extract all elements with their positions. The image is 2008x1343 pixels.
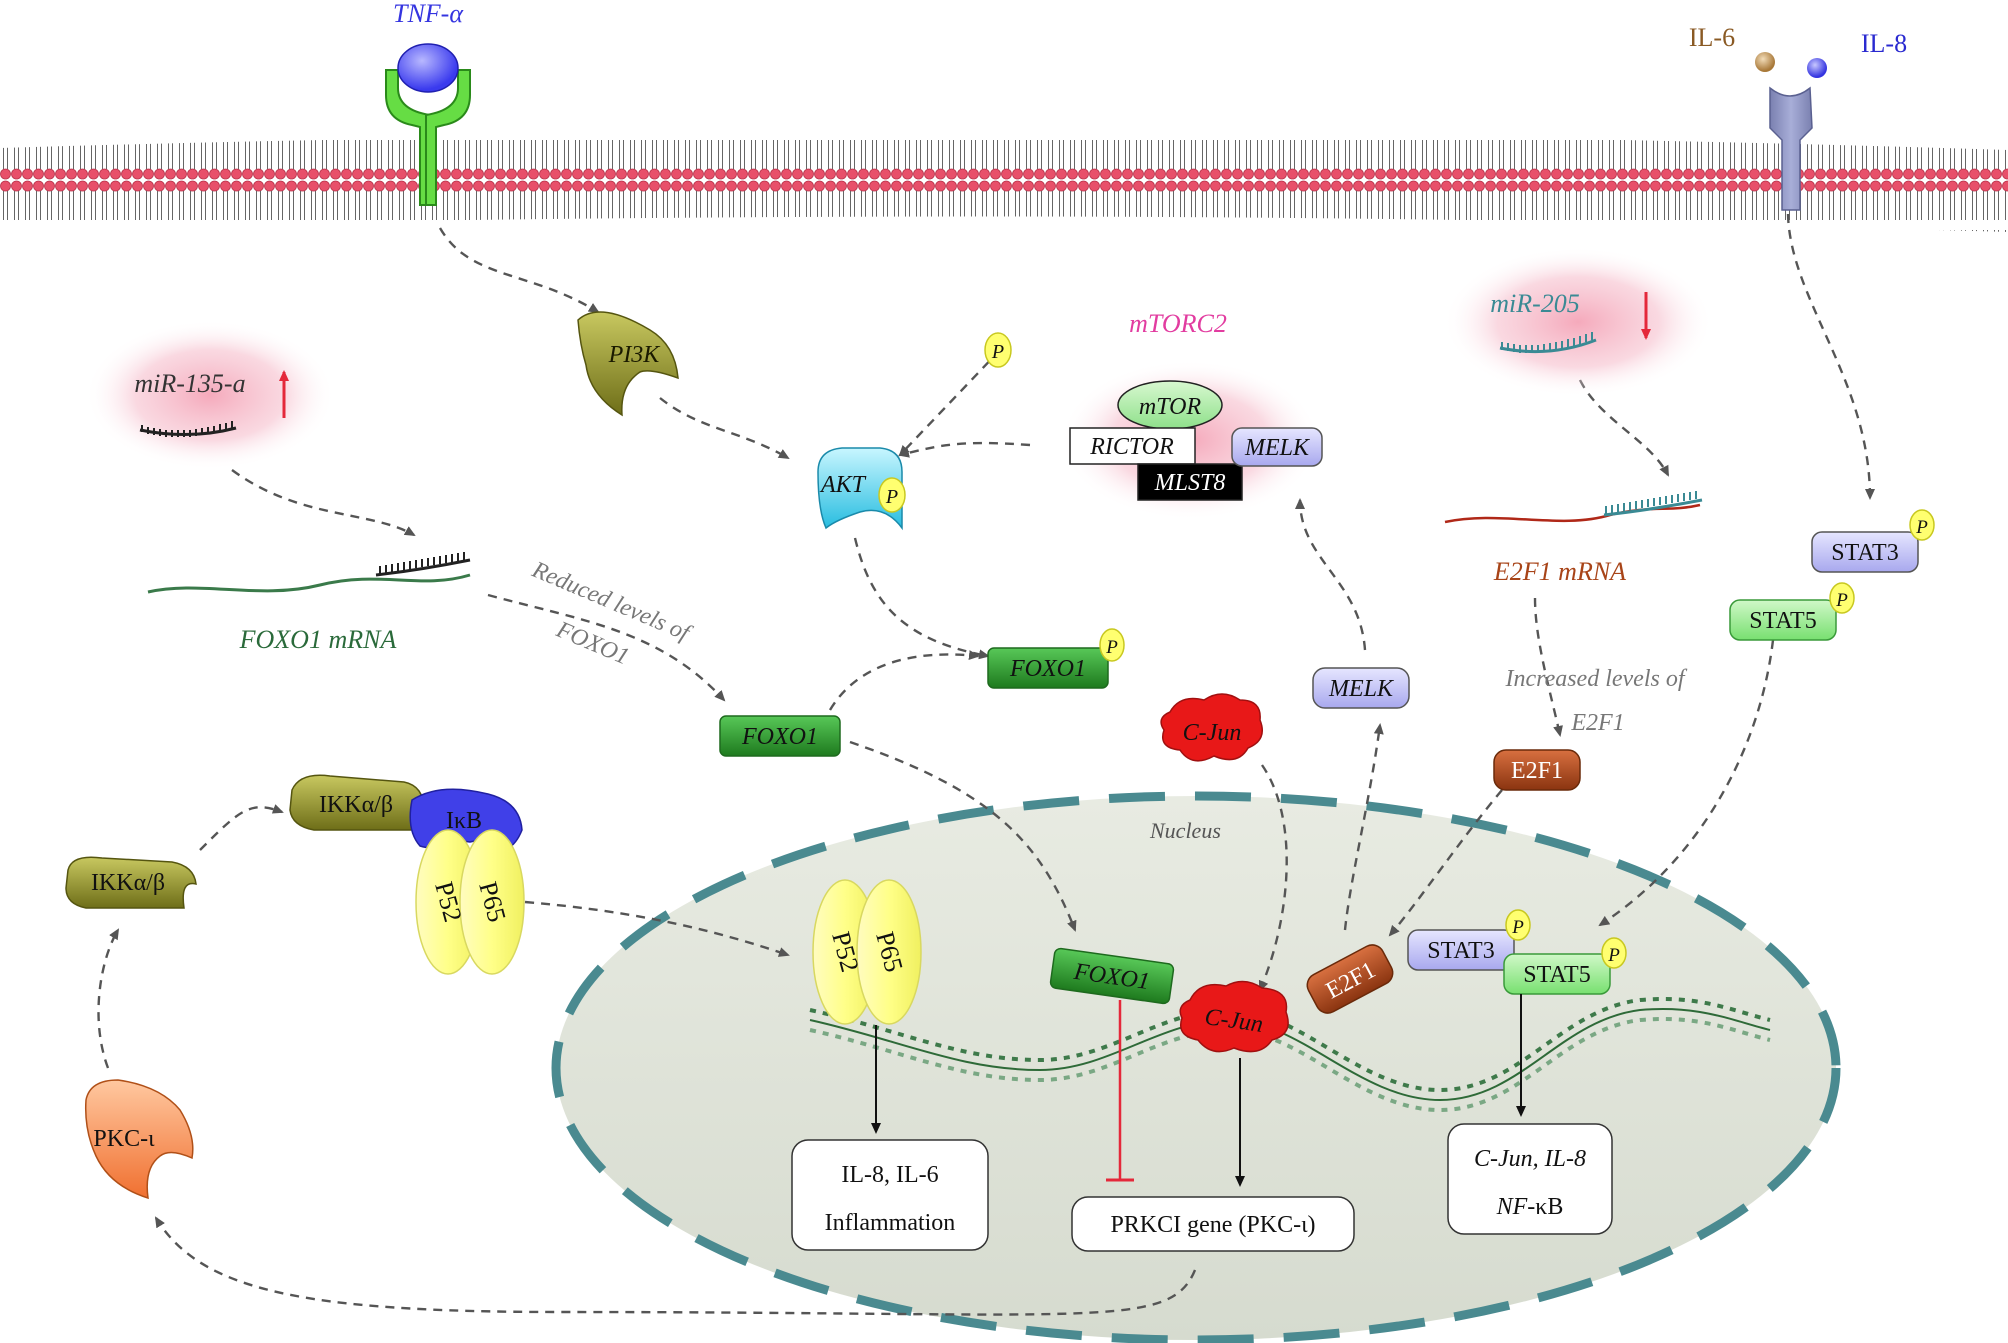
akt-phospho-icon: [878, 477, 906, 513]
prkci-label: PRKCI gene (PKC-ι): [1110, 1212, 1315, 1238]
foxo1-phospho-p: P: [1105, 637, 1118, 658]
nuc-stat3-box: [1407, 929, 1515, 971]
nucleus: [551, 791, 1841, 1343]
nuc-foxo1-box: [1049, 947, 1175, 1005]
pkc-label: PKC-ι: [93, 1126, 155, 1152]
melk-label: MELK: [1328, 676, 1395, 702]
pi3k-label: PI3K: [608, 342, 662, 368]
free-phospho-icon: [984, 332, 1012, 368]
nuc-stat5-phospho-icon: [1601, 937, 1627, 969]
foxo1-phospho-label: FOXO1: [1009, 656, 1086, 682]
stat3-phospho-icon: [1909, 509, 1935, 541]
e2f1-mrna-strand: [1444, 491, 1703, 524]
stat3-label: STAT3: [1831, 540, 1898, 566]
mir205-glow: [1443, 247, 1713, 397]
mir135-strand: [139, 421, 237, 437]
cell-membrane: [0, 133, 2008, 232]
stat3-box: [1811, 531, 1919, 573]
reduced-levels-line1: Reduced levels of: [527, 556, 696, 647]
mlst8-box: [1137, 463, 1243, 501]
foxo1-mrna-strand: [147, 552, 471, 594]
nuc-stat3-label: STAT3: [1427, 938, 1494, 964]
reduced-levels-line2: FOXO1: [552, 616, 633, 670]
rictor-label: RICTOR: [1089, 434, 1174, 460]
foxo1-box: [719, 715, 841, 757]
signal-arrows: [97, 213, 1875, 1316]
mir205-strand: [1499, 332, 1597, 354]
nuc-p65-shape: [856, 879, 922, 1025]
pkc-shape: [84, 1079, 194, 1200]
inflammation-line2: Inflammation: [825, 1210, 956, 1236]
foxo1-label: FOXO1: [741, 724, 818, 750]
inflammation-box: [791, 1139, 989, 1251]
rictor-box: [1069, 427, 1196, 465]
dna-helix: [809, 997, 1771, 1113]
il8-ligand-icon: [1807, 58, 1827, 78]
stat3-phospho-p: P: [1915, 517, 1928, 538]
p65-shape: [459, 829, 525, 975]
e2f1-mrna-label: E2F1 mRNA: [1493, 557, 1626, 586]
nuc-stat5-box: [1503, 953, 1611, 995]
nuc-cjun-cloud: [1179, 980, 1289, 1053]
nuc-stat3-phospho-p: P: [1511, 917, 1524, 938]
cjun-label: C-Jun: [1183, 720, 1242, 746]
melk-complex-label: MELK: [1244, 435, 1311, 461]
increased-levels-line1: Increased levels of: [1504, 666, 1687, 692]
akt-shape: [817, 447, 903, 531]
il6-label: IL-6: [1689, 23, 1735, 52]
nfkb-nf: NF: [1496, 1194, 1528, 1220]
inflammation-line1: IL-8, IL-6: [841, 1162, 938, 1188]
prkci-box: [1071, 1196, 1355, 1252]
ikk-top-label: IKKα/β: [319, 792, 393, 818]
tnf-alpha-ligand-icon: [397, 43, 459, 93]
mtorc2-label: mTORC2: [1129, 309, 1227, 338]
ikk-left-shape: [65, 856, 197, 909]
nuc-stat5-phospho-p: P: [1607, 945, 1620, 966]
cjun-il8-line1: C-Jun, IL-8: [1474, 1146, 1586, 1172]
mir205-label: miR-205: [1490, 289, 1580, 318]
stat5-box: [1729, 599, 1837, 641]
tnf-alpha-label: TNF-α: [393, 0, 464, 28]
nuc-stat3-phospho-icon: [1505, 909, 1531, 941]
melk-box: [1312, 667, 1410, 709]
increased-levels-line2: E2F1: [1570, 710, 1624, 736]
ikk-left-label: IKKα/β: [91, 870, 165, 896]
foxo1-inhibition: [1106, 1000, 1134, 1182]
cjun-il8-box: [1447, 1123, 1613, 1235]
mtor-label: mTOR: [1139, 394, 1202, 420]
mir135-label: miR-135-a: [134, 369, 245, 398]
nuc-e2f1-box: [1306, 944, 1394, 1014]
foxo1-phospho-icon: [1099, 628, 1125, 662]
foxo1-phospho-box: [987, 647, 1109, 689]
stat5-phospho-icon: [1829, 582, 1855, 614]
mlst8-label: MLST8: [1154, 470, 1226, 496]
il-receptor: [1769, 86, 1813, 211]
il8-label: IL-8: [1861, 29, 1907, 58]
e2f1-label: E2F1: [1511, 758, 1563, 784]
akt-label: AKT: [819, 472, 867, 498]
pi3k-shape: [577, 311, 679, 417]
nfkb-rest: -κB: [1527, 1194, 1563, 1220]
foxo1-mrna-label: FOXO1 mRNA: [239, 625, 397, 654]
nucleus-label: Nucleus: [1149, 818, 1221, 843]
free-phospho-label: P: [991, 341, 1004, 363]
ikb-label: IκB: [446, 808, 482, 834]
nfkb-line: NF-κB: [1496, 1194, 1564, 1220]
il6-ligand-icon: [1755, 52, 1775, 72]
stat5-label: STAT5: [1749, 608, 1816, 634]
melk-complex-box: [1231, 427, 1323, 467]
tnf-receptor: [385, 69, 471, 206]
akt-phospho-label: P: [885, 486, 898, 508]
transcription-arrows: [871, 994, 1526, 1187]
nuc-stat5-label: STAT5: [1523, 962, 1590, 988]
e2f1-box: [1493, 749, 1581, 791]
cjun-cloud: [1160, 693, 1263, 762]
stat5-phospho-p: P: [1835, 590, 1848, 611]
